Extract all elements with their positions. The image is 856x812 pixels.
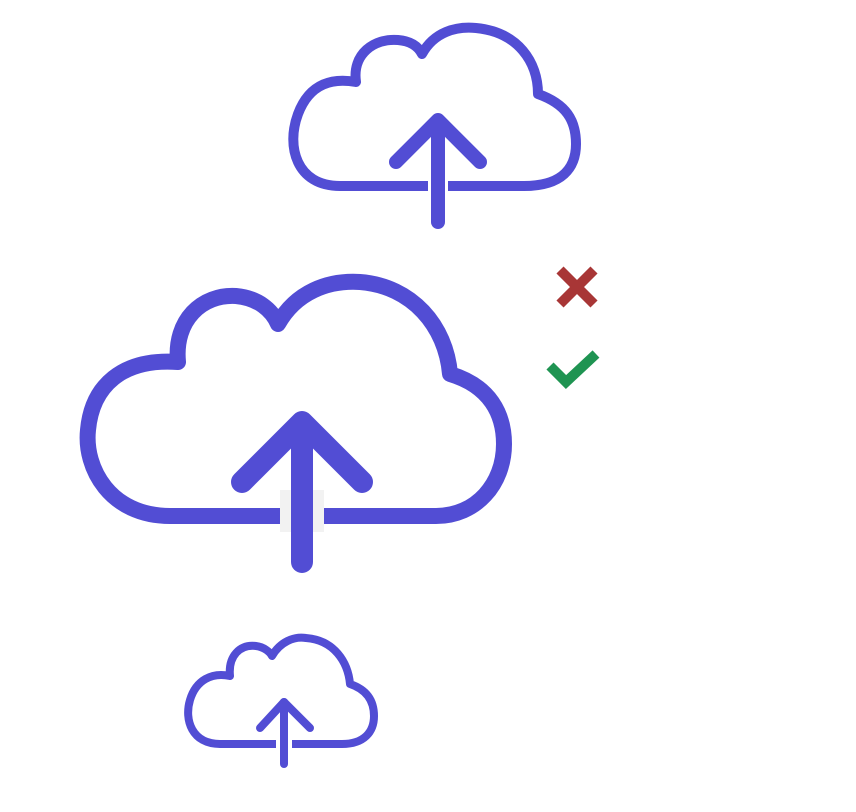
cloud-upload-icon: [184, 633, 378, 768]
checkmark-icon: [546, 350, 600, 389]
close-icon: [556, 266, 598, 308]
cloud-upload-icon: [288, 22, 581, 229]
cloud-upload-icon: [79, 273, 512, 573]
